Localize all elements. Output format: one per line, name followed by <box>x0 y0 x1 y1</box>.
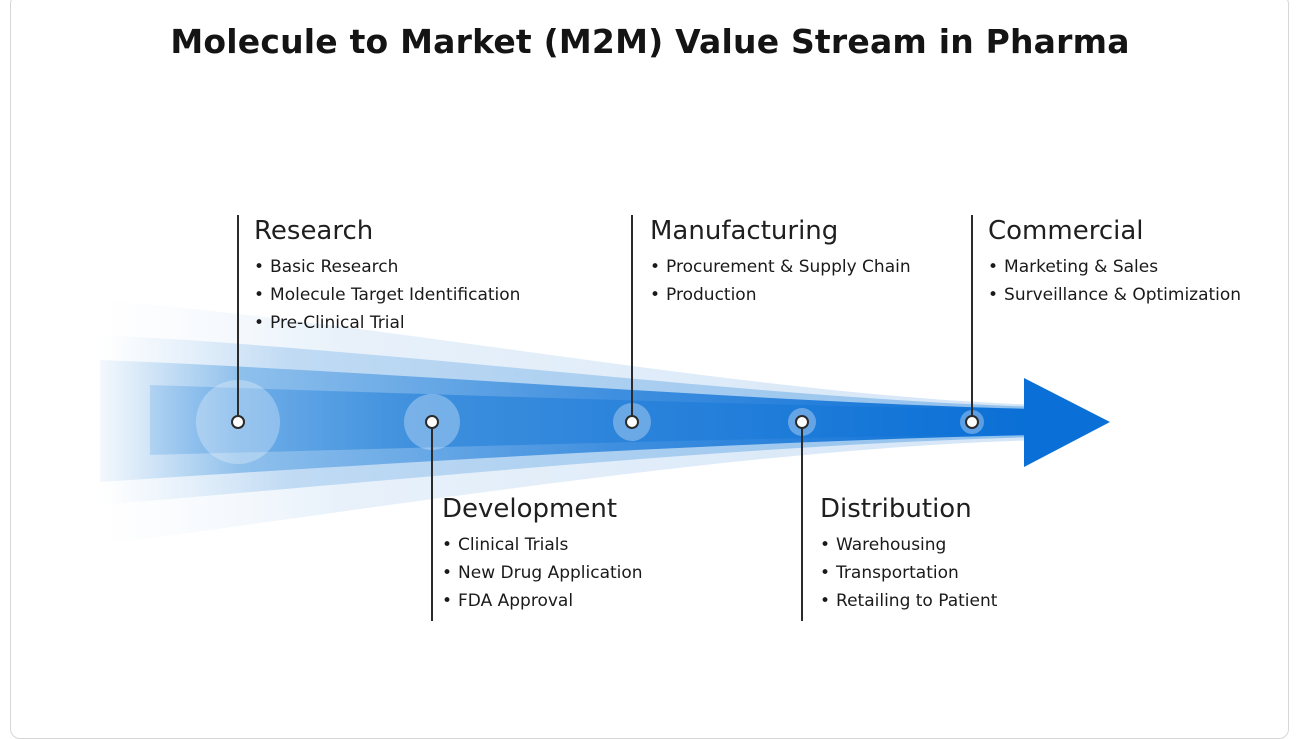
list-item: •Production <box>650 285 757 305</box>
stage-manufacturing: Manufacturing •Procurement & Supply Chai… <box>650 215 911 309</box>
stage-title-development: Development <box>442 494 618 524</box>
stage-list-distribution: •Warehousing •Transportation •Retailing … <box>820 531 997 615</box>
stage-list-development: •Clinical Trials •New Drug Application •… <box>442 531 643 615</box>
milestone-node-research <box>231 415 245 429</box>
stage-list-manufacturing: •Procurement & Supply Chain •Production <box>650 253 911 309</box>
stage-development: Development •Clinical Trials •New Drug A… <box>442 493 643 615</box>
stage-distribution: Distribution •Warehousing •Transportatio… <box>820 493 997 615</box>
milestone-node-commercial <box>965 415 979 429</box>
list-item: •Clinical Trials <box>442 535 569 555</box>
list-item: •FDA Approval <box>442 591 574 611</box>
stage-title-manufacturing: Manufacturing <box>650 216 839 246</box>
list-item: •Surveillance & Optimization <box>988 285 1242 305</box>
list-item: •Procurement & Supply Chain <box>650 257 911 277</box>
diagram-title: Molecule to Market (M2M) Value Stream in… <box>170 22 1130 61</box>
list-item: •New Drug Application <box>442 563 643 583</box>
list-item: •Molecule Target Identification <box>254 285 521 305</box>
milestone-node-development <box>425 415 439 429</box>
list-item: •Marketing & Sales <box>988 257 1159 277</box>
list-item: •Warehousing <box>820 535 947 555</box>
stage-title-commercial: Commercial <box>988 216 1144 246</box>
stage-title-research: Research <box>254 216 374 246</box>
stage-list-commercial: •Marketing & Sales •Surveillance & Optim… <box>988 253 1241 309</box>
arrow-head <box>1024 378 1110 467</box>
list-item: •Transportation <box>820 563 959 583</box>
list-item: •Retailing to Patient <box>820 591 998 611</box>
stage-title-distribution: Distribution <box>820 494 972 524</box>
stage-research: Research •Basic Research •Molecule Targe… <box>254 215 520 337</box>
arrow-core <box>150 385 1030 455</box>
list-item: •Pre-Clinical Trial <box>254 313 405 333</box>
milestone-node-manufacturing <box>625 415 639 429</box>
stage-list-research: •Basic Research •Molecule Target Identif… <box>254 253 520 337</box>
milestone-node-distribution <box>795 415 809 429</box>
list-item: •Basic Research <box>254 257 399 277</box>
stage-commercial: Commercial •Marketing & Sales •Surveilla… <box>988 215 1241 309</box>
